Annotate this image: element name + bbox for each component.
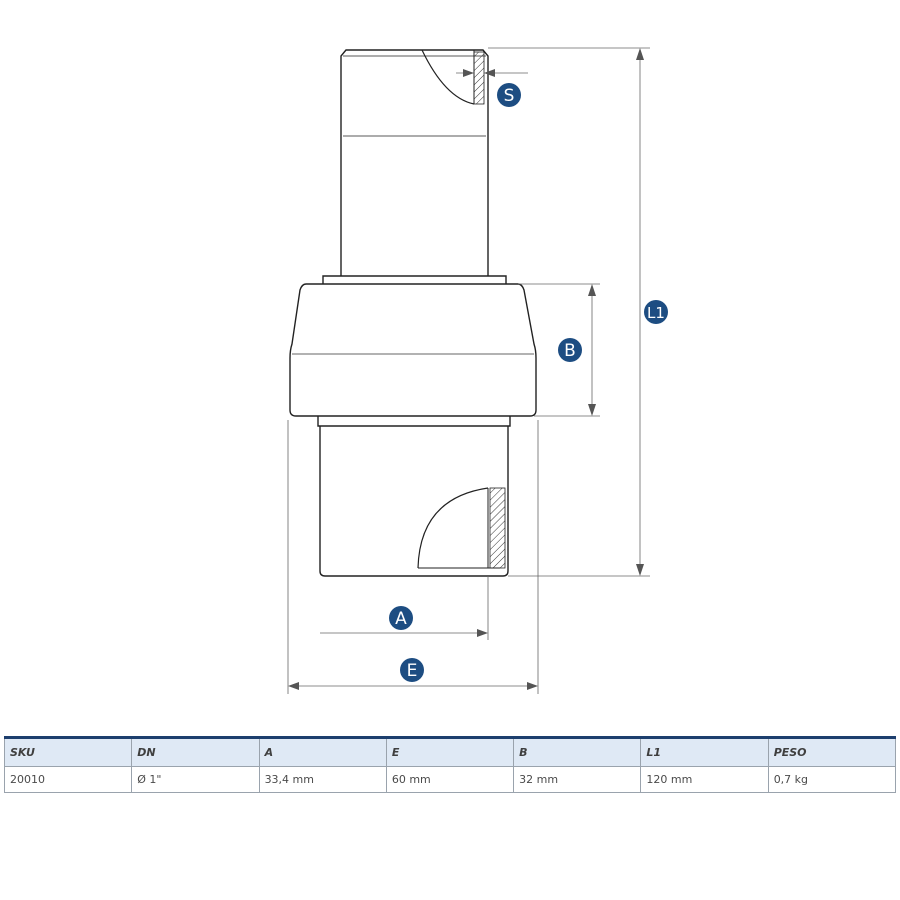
badge-b: B — [558, 338, 582, 362]
bottom-socket — [319, 426, 509, 577]
bottom-wall-hatch — [489, 487, 506, 569]
header-l1: L1 — [640, 737, 769, 767]
dimension-arrowheads — [288, 48, 644, 690]
header-sku: SKU — [3, 737, 133, 767]
svg-text:A: A — [395, 609, 407, 629]
cell-sku: 20010 — [3, 766, 133, 793]
badge-a: A — [389, 606, 413, 630]
badge-l1: L1 — [644, 300, 668, 324]
cell-e: 60 mm — [385, 766, 515, 793]
badge-e: E — [400, 658, 424, 682]
svg-text:E: E — [407, 661, 418, 681]
header-peso: PESO — [767, 737, 897, 767]
technical-drawing: S L1 B A E — [287, 47, 668, 694]
cell-b: 32 mm — [513, 766, 642, 793]
top-wall-hatch — [473, 51, 485, 105]
header-e: E — [385, 737, 515, 767]
table-header-row: SKU DN A E B L1 PESO — [3, 737, 897, 767]
cell-dn: Ø 1" — [131, 766, 260, 793]
header-b: B — [513, 737, 642, 767]
svg-text:B: B — [564, 341, 576, 361]
top-spigot — [340, 49, 489, 276]
svg-text:L1: L1 — [647, 304, 665, 322]
lower-collar — [317, 416, 511, 427]
header-dn: DN — [131, 737, 260, 767]
dimension-lines — [287, 47, 650, 694]
collar-band — [322, 275, 507, 284]
valve-body — [289, 283, 537, 417]
cell-l1: 120 mm — [640, 766, 769, 793]
svg-text:S: S — [504, 86, 515, 106]
header-a: A — [258, 737, 387, 767]
table-row: 20010 Ø 1" 33,4 mm 60 mm 32 mm 120 mm 0,… — [3, 766, 897, 793]
spec-table: SKU DN A E B L1 PESO 20010 Ø 1" 33,4 mm … — [3, 736, 897, 793]
cell-a: 33,4 mm — [258, 766, 387, 793]
cell-peso: 0,7 kg — [767, 766, 897, 793]
badge-s: S — [497, 83, 521, 107]
